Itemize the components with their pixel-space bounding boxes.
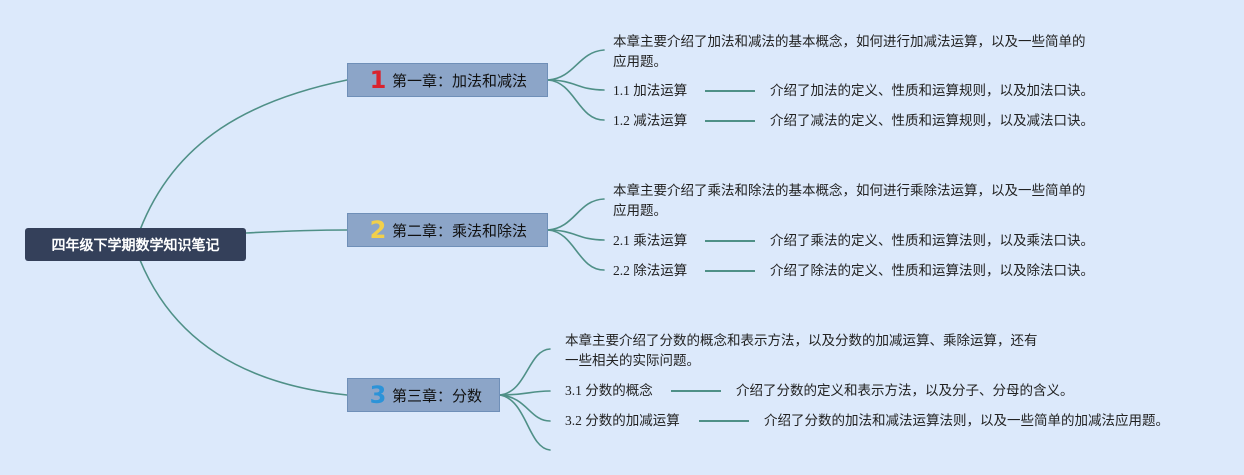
- chapter-2-title: 第二章：乘法和除法: [392, 221, 528, 240]
- section-2-2-detail[interactable]: 介绍了除法的定义、性质和运算法则，以及除法口诀。: [770, 263, 1094, 278]
- link-ch3-desc: [499, 348, 551, 396]
- link-root-chapter-1: [139, 79, 348, 231]
- chapter-3-node[interactable]: 3 第三章：分数: [347, 378, 500, 412]
- link-root-chapter-2: [245, 229, 348, 234]
- section-1-1-title[interactable]: 1.1 加法运算: [613, 83, 688, 98]
- root-title: 四年级下学期数学知识笔记: [51, 237, 220, 254]
- section-2-1-detail[interactable]: 介绍了乘法的定义、性质和运算法则，以及乘法口诀。: [770, 233, 1094, 248]
- link-ch2-desc: [547, 198, 605, 231]
- chapter-3-description-line-1: 本章主要介绍了分数的概念和表示方法，以及分数的加减运算、乘除运算，还有: [565, 333, 1038, 348]
- link-ch3-empty: [499, 394, 551, 451]
- chapter-3-number-icon: 3: [369, 381, 387, 409]
- section-2-2-connector: [705, 270, 755, 272]
- section-2-1-connector: [705, 240, 755, 242]
- link-ch2-sec2: [547, 229, 605, 271]
- link-ch3-sec1: [499, 390, 551, 396]
- chapter-1-description-line-1: 本章主要介绍了加法和减法的基本概念，如何进行加减法运算，以及一些简单的: [613, 34, 1086, 49]
- link-ch1-desc: [547, 49, 605, 81]
- link-ch3-sec2: [499, 394, 551, 422]
- section-1-2-connector: [705, 120, 755, 122]
- chapter-3-title: 第三章：分数: [392, 386, 483, 405]
- link-ch1-sec1: [547, 79, 605, 91]
- section-3-2-detail[interactable]: 介绍了分数的加法和减法运算法则，以及一些简单的加减法应用题。: [764, 413, 1169, 428]
- section-3-1-detail[interactable]: 介绍了分数的定义和表示方法，以及分子、分母的含义。: [736, 383, 1074, 398]
- chapter-2-node[interactable]: 2 第二章：乘法和除法: [347, 213, 548, 247]
- root-node[interactable]: 四年级下学期数学知识笔记: [25, 228, 246, 261]
- link-ch2-sec1: [547, 229, 605, 241]
- chapter-1-description[interactable]: 本章主要介绍了加法和减法的基本概念，如何进行加减法运算，以及一些简单的 应用题。: [613, 32, 1086, 72]
- chapter-3-description-line-2: 一些相关的实际问题。: [565, 353, 700, 368]
- link-ch1-sec2: [547, 79, 605, 121]
- chapter-1-number-icon: 1: [369, 66, 387, 94]
- chapter-2-description[interactable]: 本章主要介绍了乘法和除法的基本概念，如何进行乘除法运算，以及一些简单的 应用题。: [613, 181, 1086, 221]
- chapter-2-number-icon: 2: [369, 216, 387, 244]
- section-2-2-title[interactable]: 2.2 除法运算: [613, 263, 688, 278]
- chapter-2-description-line-2: 应用题。: [613, 203, 667, 218]
- section-1-1-detail[interactable]: 介绍了加法的定义、性质和运算规则，以及加法口诀。: [770, 83, 1094, 98]
- chapter-3-description[interactable]: 本章主要介绍了分数的概念和表示方法，以及分数的加减运算、乘除运算，还有 一些相关…: [565, 331, 1038, 371]
- section-3-1-connector: [671, 390, 721, 392]
- chapter-1-description-line-2: 应用题。: [613, 54, 667, 69]
- section-3-1-title[interactable]: 3.1 分数的概念: [565, 383, 653, 398]
- chapter-1-node[interactable]: 1 第一章：加法和减法: [347, 63, 548, 97]
- section-3-2-title[interactable]: 3.2 分数的加减运算: [565, 413, 680, 428]
- chapter-2-description-line-1: 本章主要介绍了乘法和除法的基本概念，如何进行乘除法运算，以及一些简单的: [613, 183, 1086, 198]
- section-2-1-title[interactable]: 2.1 乘法运算: [613, 233, 688, 248]
- section-1-1-connector: [705, 90, 755, 92]
- chapter-1-title: 第一章：加法和减法: [392, 71, 528, 90]
- section-1-2-detail[interactable]: 介绍了减法的定义、性质和运算规则，以及减法口诀。: [770, 113, 1094, 128]
- link-root-chapter-3: [139, 259, 348, 396]
- section-3-2-connector: [699, 420, 749, 422]
- section-1-2-title[interactable]: 1.2 减法运算: [613, 113, 688, 128]
